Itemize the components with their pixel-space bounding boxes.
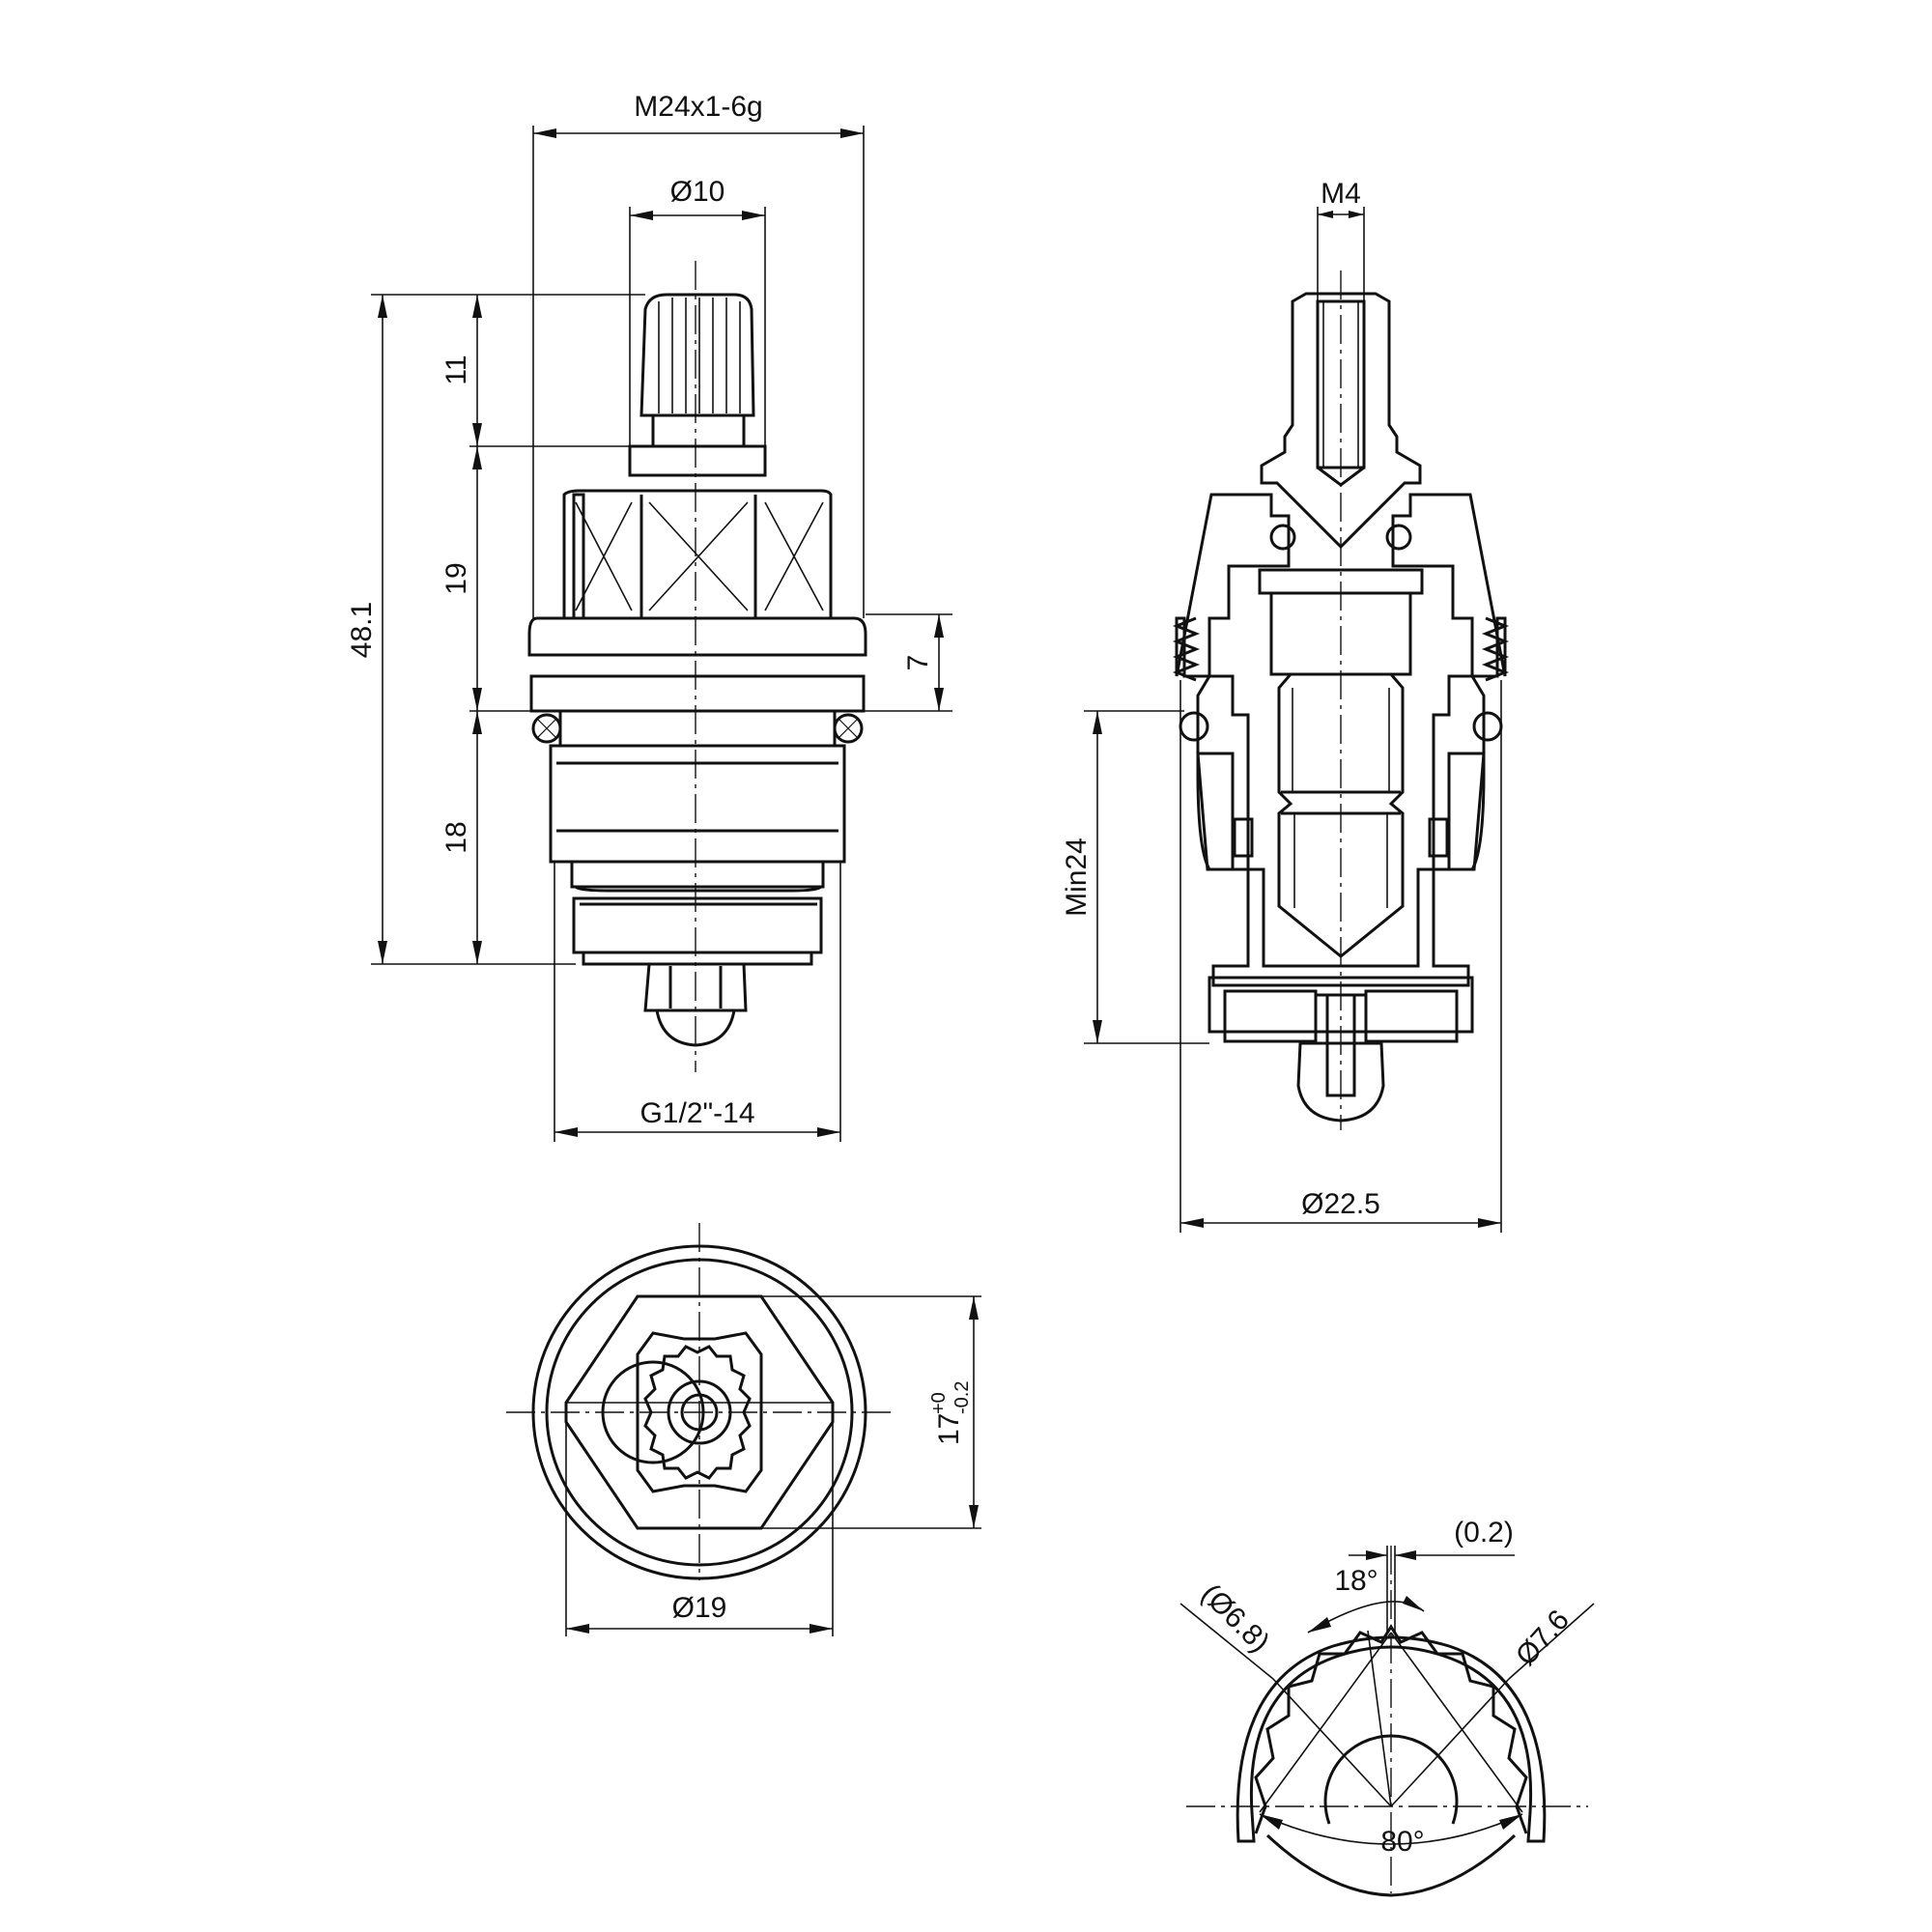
spline-detail: (0.2) 18° (Ø6.8) Ø7.6 80° bbox=[1179, 1517, 1595, 1897]
dim-flange-length: 7 bbox=[848, 613, 952, 712]
outer-flange-circle bbox=[531, 1244, 867, 1580]
dim-total-length: 48.1 bbox=[346, 294, 645, 965]
dim-m4: M4 bbox=[1317, 178, 1365, 301]
dim-angle-80: 80° bbox=[1259, 1813, 1523, 1858]
threaded-body bbox=[549, 709, 846, 889]
dim-min24: Min24 bbox=[1061, 710, 1209, 1044]
label-dia-19: Ø19 bbox=[672, 1592, 727, 1624]
label-flange-length: 7 bbox=[902, 655, 934, 671]
label-hex-tol-lower: -0.2 bbox=[952, 1381, 973, 1414]
dim-dia-19: Ø19 bbox=[565, 1422, 834, 1636]
dim-spline-dia: Ø10 bbox=[629, 176, 766, 446]
lower-flange bbox=[529, 674, 866, 713]
label-body-length: 18 bbox=[440, 821, 472, 853]
label-clearance: (0.2) bbox=[1454, 1517, 1514, 1548]
bottom-nut bbox=[643, 962, 748, 1047]
label-spline-length: 11 bbox=[440, 355, 472, 384]
label-hex-tol-upper: +0 bbox=[928, 1392, 950, 1414]
dim-thread-top: M24x1-6g bbox=[532, 91, 865, 618]
label-min24: Min24 bbox=[1061, 838, 1093, 917]
label-thread-bottom: G1/2"-14 bbox=[639, 1097, 754, 1129]
spline-shaft bbox=[639, 293, 755, 448]
label-angle-80: 80° bbox=[1380, 1826, 1424, 1858]
front-view: M24x1-6g Ø10 48.1 bbox=[346, 91, 952, 1142]
spline-top bbox=[601, 1331, 763, 1493]
section-stem bbox=[1258, 292, 1424, 958]
dim-segment-lengths: 11 19 18 bbox=[440, 295, 630, 964]
o-ring bbox=[531, 713, 864, 744]
dim-dia-7-6: Ø7.6 bbox=[1508, 1603, 1595, 1680]
label-hex-size: 17 bbox=[933, 1413, 965, 1445]
label-hex-length: 19 bbox=[440, 562, 472, 594]
label-thread-top: M24x1-6g bbox=[634, 91, 762, 123]
label-dia-6-8: (Ø6.8) bbox=[1195, 1578, 1275, 1659]
detail-inner-circle bbox=[1323, 1734, 1459, 1825]
label-total-length: 48.1 bbox=[346, 602, 378, 658]
section-view: M4 Min24 Ø22.5 bbox=[1061, 178, 1510, 1233]
hex-body bbox=[562, 489, 833, 620]
detail-outer-ring bbox=[1236, 1635, 1547, 1843]
dim-thread-bottom: G1/2"-14 bbox=[554, 862, 841, 1142]
label-dia-7-6: Ø7.6 bbox=[1510, 1604, 1576, 1671]
label-angle-18: 18° bbox=[1334, 1565, 1378, 1597]
dim-dia-6-8: (Ø6.8) bbox=[1179, 1578, 1275, 1680]
section-lower bbox=[1208, 867, 1474, 1122]
inner-flange-circle bbox=[545, 1258, 854, 1567]
label-spline-dia: Ø10 bbox=[670, 176, 725, 208]
dim-clearance: (0.2) bbox=[1349, 1517, 1515, 1633]
stem-collar bbox=[628, 444, 767, 477]
dim-dia-22-5: Ø22.5 bbox=[1179, 680, 1502, 1233]
dim-hex-size: 17 +0 -0.2 bbox=[761, 1295, 981, 1529]
dim-angle-18: 18° bbox=[1307, 1565, 1425, 1634]
label-dia-22-5: Ø22.5 bbox=[1301, 1188, 1380, 1220]
upper-flange bbox=[527, 616, 867, 657]
label-m4: M4 bbox=[1321, 178, 1361, 210]
section-housing bbox=[1172, 493, 1510, 871]
bottom-washer bbox=[572, 885, 823, 966]
detail-spline-teeth bbox=[1254, 1624, 1528, 1834]
top-view: 17 +0 -0.2 Ø19 bbox=[506, 1223, 981, 1636]
